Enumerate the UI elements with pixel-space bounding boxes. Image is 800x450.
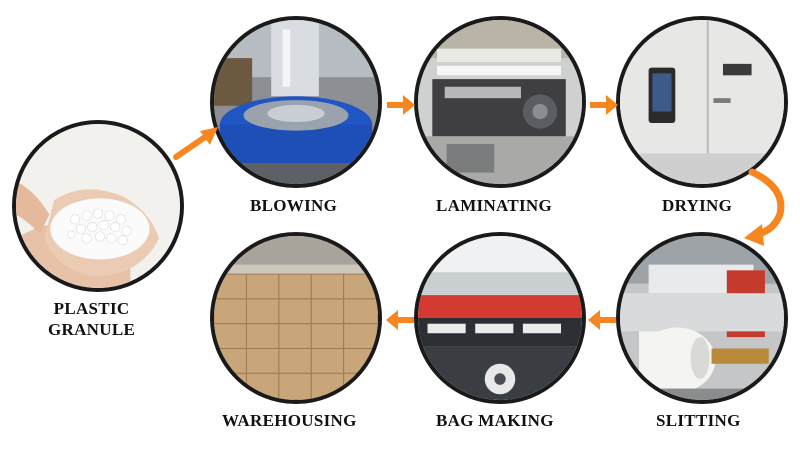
drying-label: DRYING — [662, 196, 733, 215]
arrow-laminating-to-drying — [588, 93, 620, 117]
bag-making-photo — [414, 232, 586, 404]
arrow-drying-to-slitting — [742, 168, 792, 250]
plastic-granule-label: PLASTIC GRANULE — [48, 298, 135, 340]
slitting-photo — [616, 232, 788, 404]
laminating-photo — [414, 16, 586, 188]
laminating-label: LAMINATING — [436, 196, 553, 215]
slitting-label: SLITTING — [656, 411, 741, 430]
plastic-granule-photo — [12, 120, 184, 292]
warehousing-label: WAREHOUSING — [222, 411, 357, 430]
blowing-photo — [210, 16, 382, 188]
blowing-label: BLOWING — [250, 196, 338, 215]
arrow-blowing-to-laminating — [385, 93, 417, 117]
drying-photo — [616, 16, 788, 188]
plastic-granule-label-line2: GRANULE — [48, 320, 136, 339]
arrow-granule-to-blowing — [172, 125, 222, 161]
bag-making-label: BAG MAKING — [436, 411, 554, 430]
arrow-bag-making-to-warehousing — [384, 308, 416, 332]
plastic-granule-label-line1: PLASTIC — [53, 299, 130, 318]
arrow-slitting-to-bag-making — [586, 308, 618, 332]
warehousing-photo — [210, 232, 382, 404]
